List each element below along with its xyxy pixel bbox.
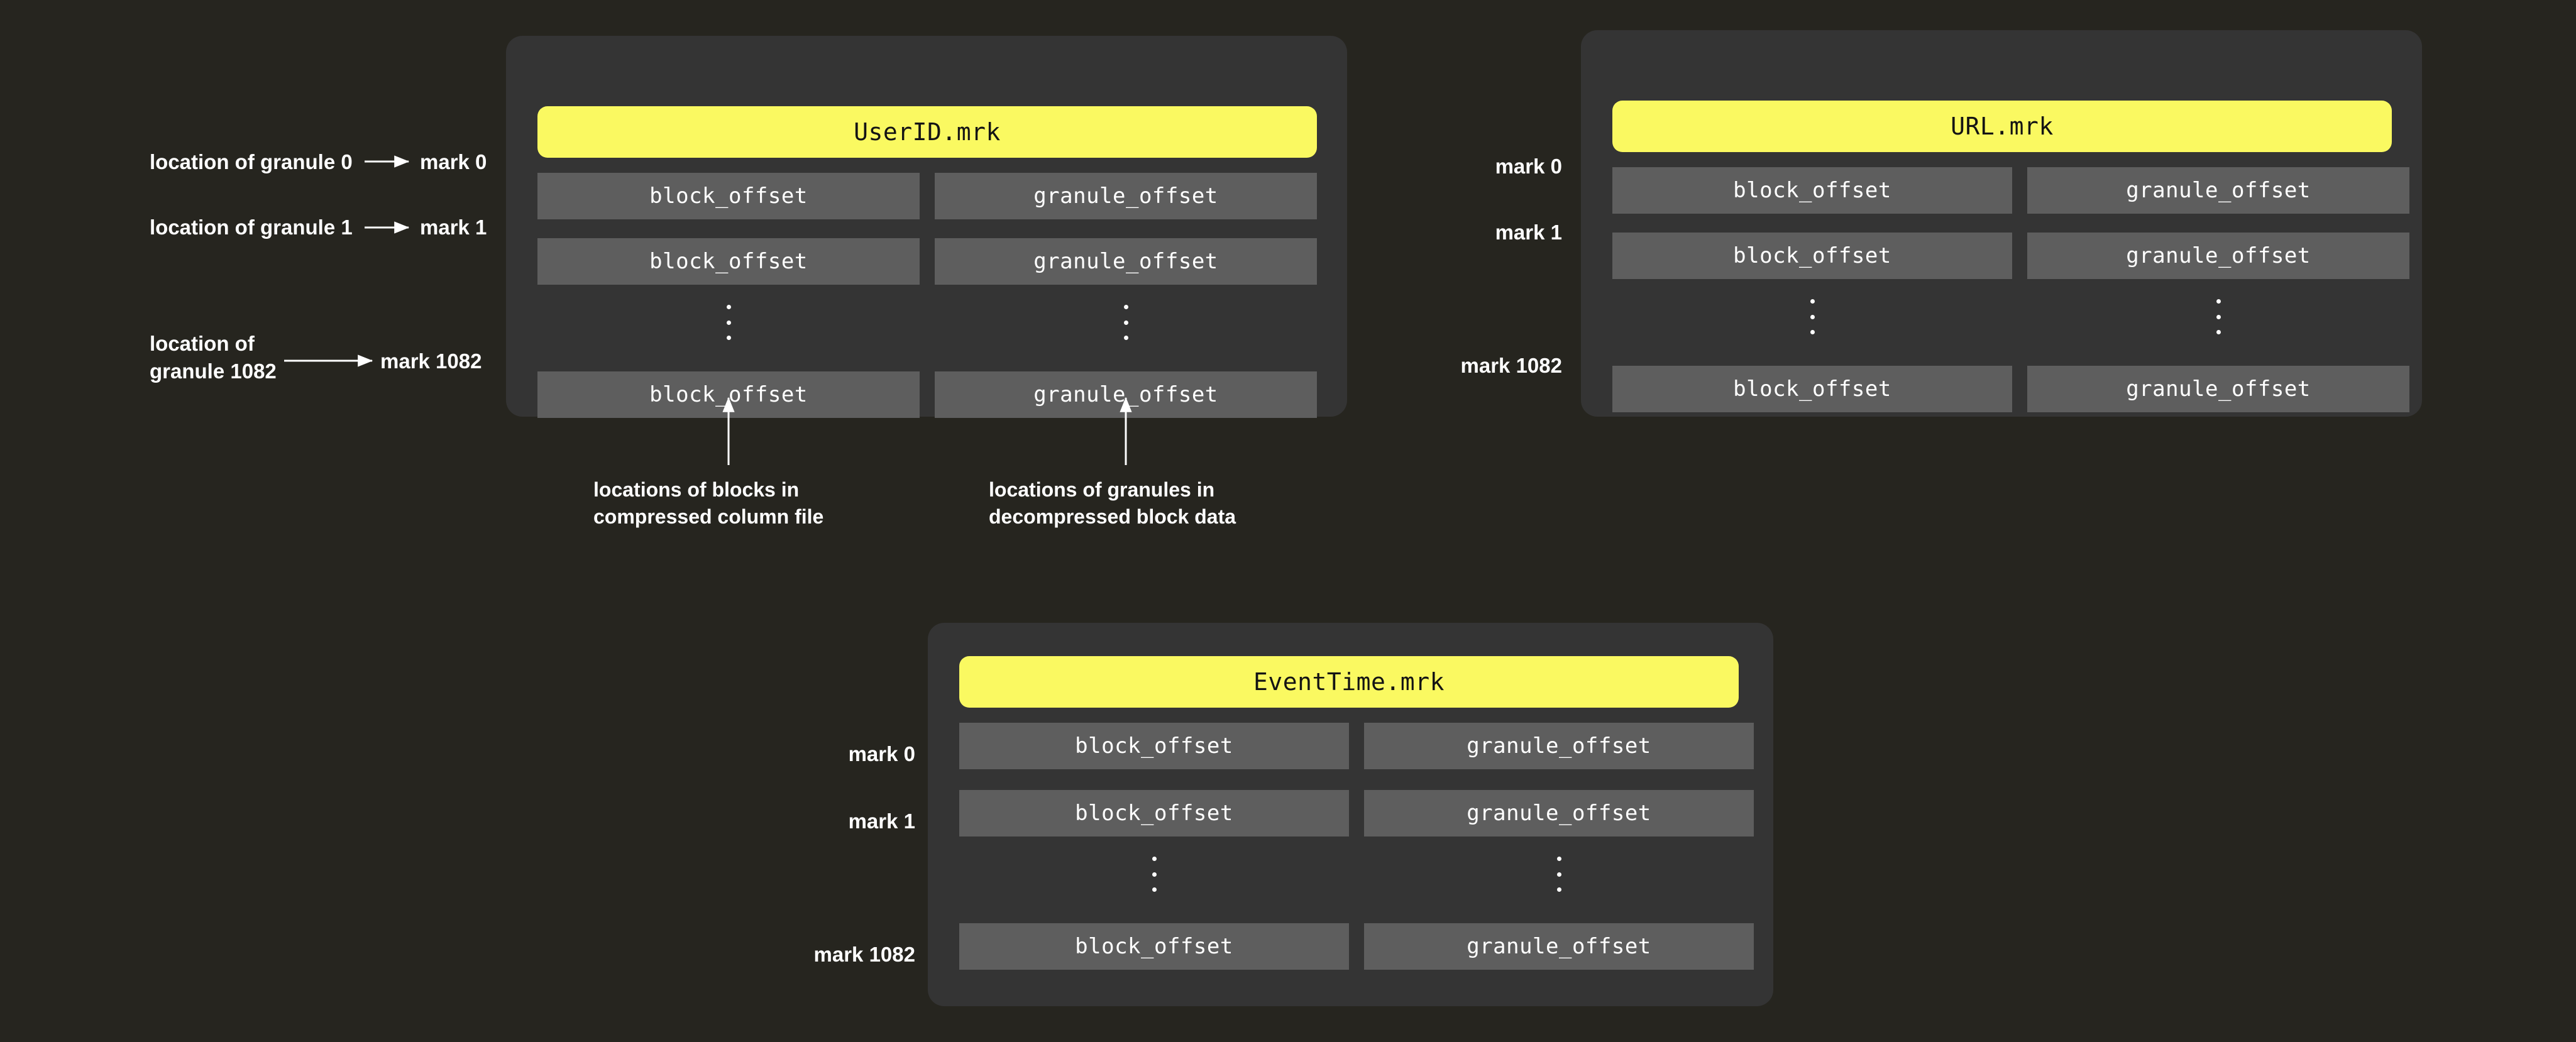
granule-mapping-source-0: location of granule 0 bbox=[150, 150, 353, 173]
cell-granule-offset: granule_offset bbox=[1364, 923, 1754, 970]
cell-granule-offset: granule_offset bbox=[1364, 790, 1754, 836]
cell-block-offset: block_offset bbox=[537, 371, 920, 418]
vertical-ellipsis-icon bbox=[1145, 857, 1163, 892]
row-label-eventtime-mark-1: mark 1 bbox=[848, 809, 915, 833]
cell-granule-offset: granule_offset bbox=[1364, 723, 1754, 769]
cell-granule-offset: granule_offset bbox=[935, 173, 1317, 219]
row-label-eventtime-mark-0: mark 0 bbox=[848, 742, 915, 765]
cell-granule-offset: granule_offset bbox=[935, 371, 1317, 418]
cell-granule-offset: granule_offset bbox=[2027, 233, 2409, 279]
caption-block-offsets: locations of blocks in compressed column… bbox=[593, 478, 824, 529]
vertical-ellipsis-icon bbox=[1803, 299, 1821, 334]
cell-block-offset: block_offset bbox=[959, 723, 1349, 769]
row-label-url-mark-1082: mark 1082 bbox=[1460, 354, 1562, 377]
cell-granule-offset: granule_offset bbox=[2027, 167, 2409, 214]
vertical-ellipsis-icon bbox=[720, 305, 737, 340]
granule-mapping-source-1: location of granule 1 bbox=[150, 216, 353, 239]
panel-eventtime: EventTime.mrk block_offset granule_offse… bbox=[928, 623, 1773, 1006]
vertical-ellipsis-icon bbox=[1117, 305, 1135, 340]
panel-userid: UserID.mrk block_offset granule_offset b… bbox=[506, 36, 1347, 418]
vertical-ellipsis-icon bbox=[2210, 299, 2227, 334]
mrk-title-userid: UserID.mrk bbox=[537, 106, 1317, 158]
granule-mapping-source-2: location of granule 1082 bbox=[150, 332, 277, 383]
cell-block-offset: block_offset bbox=[959, 790, 1349, 836]
cell-block-offset: block_offset bbox=[537, 238, 920, 285]
row-label-url-mark-1: mark 1 bbox=[1495, 221, 1562, 244]
vertical-ellipsis-icon bbox=[1550, 857, 1568, 892]
panel-url: URL.mrk block_offset granule_offset bloc… bbox=[1581, 30, 2422, 417]
row-label-url-mark-0: mark 0 bbox=[1495, 155, 1562, 178]
cell-block-offset: block_offset bbox=[1612, 366, 2012, 412]
granule-mapping-target-1: mark 1 bbox=[420, 216, 487, 239]
cell-block-offset: block_offset bbox=[1612, 167, 2012, 214]
cell-granule-offset: granule_offset bbox=[935, 238, 1317, 285]
row-label-eventtime-mark-1082: mark 1082 bbox=[813, 943, 915, 966]
granule-mapping-target-2: mark 1082 bbox=[380, 349, 482, 373]
cell-granule-offset: granule_offset bbox=[2027, 366, 2409, 412]
cell-block-offset: block_offset bbox=[1612, 233, 2012, 279]
mrk-title-url: URL.mrk bbox=[1612, 101, 2392, 152]
cell-block-offset: block_offset bbox=[537, 173, 920, 219]
mrk-title-eventtime: EventTime.mrk bbox=[959, 656, 1739, 708]
cell-block-offset: block_offset bbox=[959, 923, 1349, 970]
caption-granule-offsets: locations of granules in decompressed bl… bbox=[989, 478, 1236, 529]
granule-mapping-target-0: mark 0 bbox=[420, 150, 487, 173]
